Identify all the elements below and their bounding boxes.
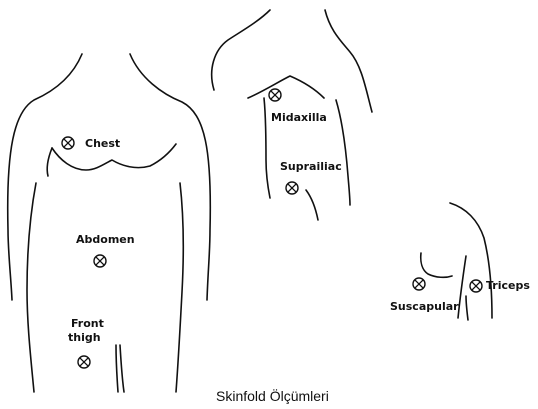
front-torso-right-side bbox=[176, 183, 183, 392]
circled-x-marker bbox=[62, 137, 74, 149]
front-thigh-label-line2: thigh bbox=[68, 331, 101, 344]
front-torso-chest-fold bbox=[47, 148, 52, 176]
front-torso-figure bbox=[8, 54, 211, 392]
triceps-label: Triceps bbox=[486, 279, 530, 292]
circled-x-marker bbox=[470, 280, 482, 292]
front-torso-inner-leg-left bbox=[116, 345, 118, 392]
back-shoulder-arm-left bbox=[458, 256, 466, 318]
midaxilla-label: Midaxilla bbox=[271, 111, 327, 124]
side-torso-back-edge bbox=[336, 100, 350, 205]
abdomen-label: Abdomen bbox=[76, 233, 135, 246]
chest-label: Chest bbox=[85, 137, 120, 150]
front-torso-left-side bbox=[27, 183, 36, 392]
suprailiac-label: Suprailiac bbox=[280, 160, 342, 173]
circled-x-marker bbox=[286, 182, 298, 194]
circled-x-marker bbox=[413, 278, 425, 290]
front-torso-left-shoulder-arm bbox=[8, 54, 82, 300]
suscapular-label: Suscapular bbox=[390, 300, 459, 313]
site-labels: Chest Abdomen Front thigh Midaxilla Supr… bbox=[68, 111, 530, 344]
side-torso-front-edge bbox=[264, 98, 270, 198]
circled-x-marker bbox=[94, 255, 106, 267]
front-thigh-label-line1: Front bbox=[71, 317, 104, 330]
circled-x-marker bbox=[269, 89, 281, 101]
side-torso-arm-fold bbox=[248, 76, 324, 98]
side-torso-left-shoulder bbox=[212, 10, 270, 90]
circled-x-marker bbox=[78, 356, 90, 368]
side-torso-hip bbox=[306, 190, 318, 220]
back-shoulder-arm-right bbox=[466, 296, 468, 320]
back-shoulder-scapula bbox=[421, 253, 452, 277]
figure-caption: Skinfold Ölçümleri bbox=[216, 387, 329, 404]
side-torso-right-shoulder bbox=[325, 10, 372, 112]
front-torso-inner-leg-right bbox=[120, 345, 124, 392]
site-markers bbox=[62, 89, 482, 368]
front-torso-right-shoulder-arm bbox=[130, 54, 210, 300]
